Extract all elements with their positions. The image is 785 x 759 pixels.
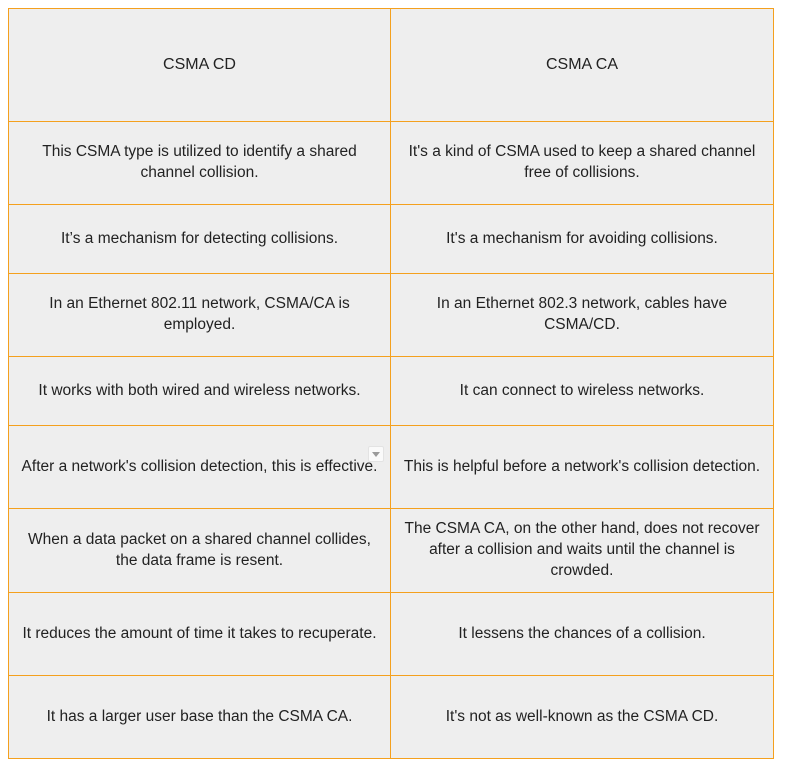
column-header-csma-cd: CSMA CD <box>8 8 391 122</box>
cell-cd-4: It works with both wired and wireless ne… <box>8 356 391 426</box>
cell-ca-7: It lessens the chances of a collision. <box>390 592 774 676</box>
cell-ca-2: It's a mechanism for avoiding collisions… <box>390 204 774 274</box>
table-row: It reduces the amount of time it takes t… <box>8 592 774 676</box>
table-row: It’s a mechanism for detecting collision… <box>8 204 774 274</box>
table-row: It has a larger user base than the CSMA … <box>8 675 774 759</box>
cell-cd-7: It reduces the amount of time it takes t… <box>8 592 391 676</box>
cell-ca-8: It's not as well-known as the CSMA CD. <box>390 675 774 759</box>
column-header-csma-ca: CSMA CA <box>390 8 774 122</box>
cell-ca-1: It's a kind of CSMA used to keep a share… <box>390 121 774 205</box>
cell-ca-6: The CSMA CA, on the other hand, does not… <box>390 508 774 593</box>
cell-ca-5: This is helpful before a network's colli… <box>390 425 774 509</box>
cell-cd-5: After a network's collision detection, t… <box>8 425 391 509</box>
table-row: In an Ethernet 802.11 network, CSMA/CA i… <box>8 273 774 357</box>
table-header-row: CSMA CD CSMA CA <box>8 8 774 122</box>
cell-cd-8: It has a larger user base than the CSMA … <box>8 675 391 759</box>
cell-cd-2: It’s a mechanism for detecting collision… <box>8 204 391 274</box>
table-row: It works with both wired and wireless ne… <box>8 356 774 426</box>
cell-cd-1: This CSMA type is utilized to identify a… <box>8 121 391 205</box>
csma-comparison-table: CSMA CD CSMA CA This CSMA type is utiliz… <box>8 8 774 759</box>
cell-cd-6: When a data packet on a shared channel c… <box>8 508 391 593</box>
table-row: After a network's collision detection, t… <box>8 425 774 509</box>
cell-ca-3: In an Ethernet 802.3 network, cables hav… <box>390 273 774 357</box>
chevron-down-glyph <box>372 451 380 457</box>
page-container: CSMA CD CSMA CA This CSMA type is utiliz… <box>8 8 774 759</box>
cell-ca-4: It can connect to wireless networks. <box>390 356 774 426</box>
cell-cd-3: In an Ethernet 802.11 network, CSMA/CA i… <box>8 273 391 357</box>
table-row: This CSMA type is utilized to identify a… <box>8 121 774 205</box>
table-row: When a data packet on a shared channel c… <box>8 508 774 593</box>
chevron-down-icon[interactable] <box>368 446 384 462</box>
